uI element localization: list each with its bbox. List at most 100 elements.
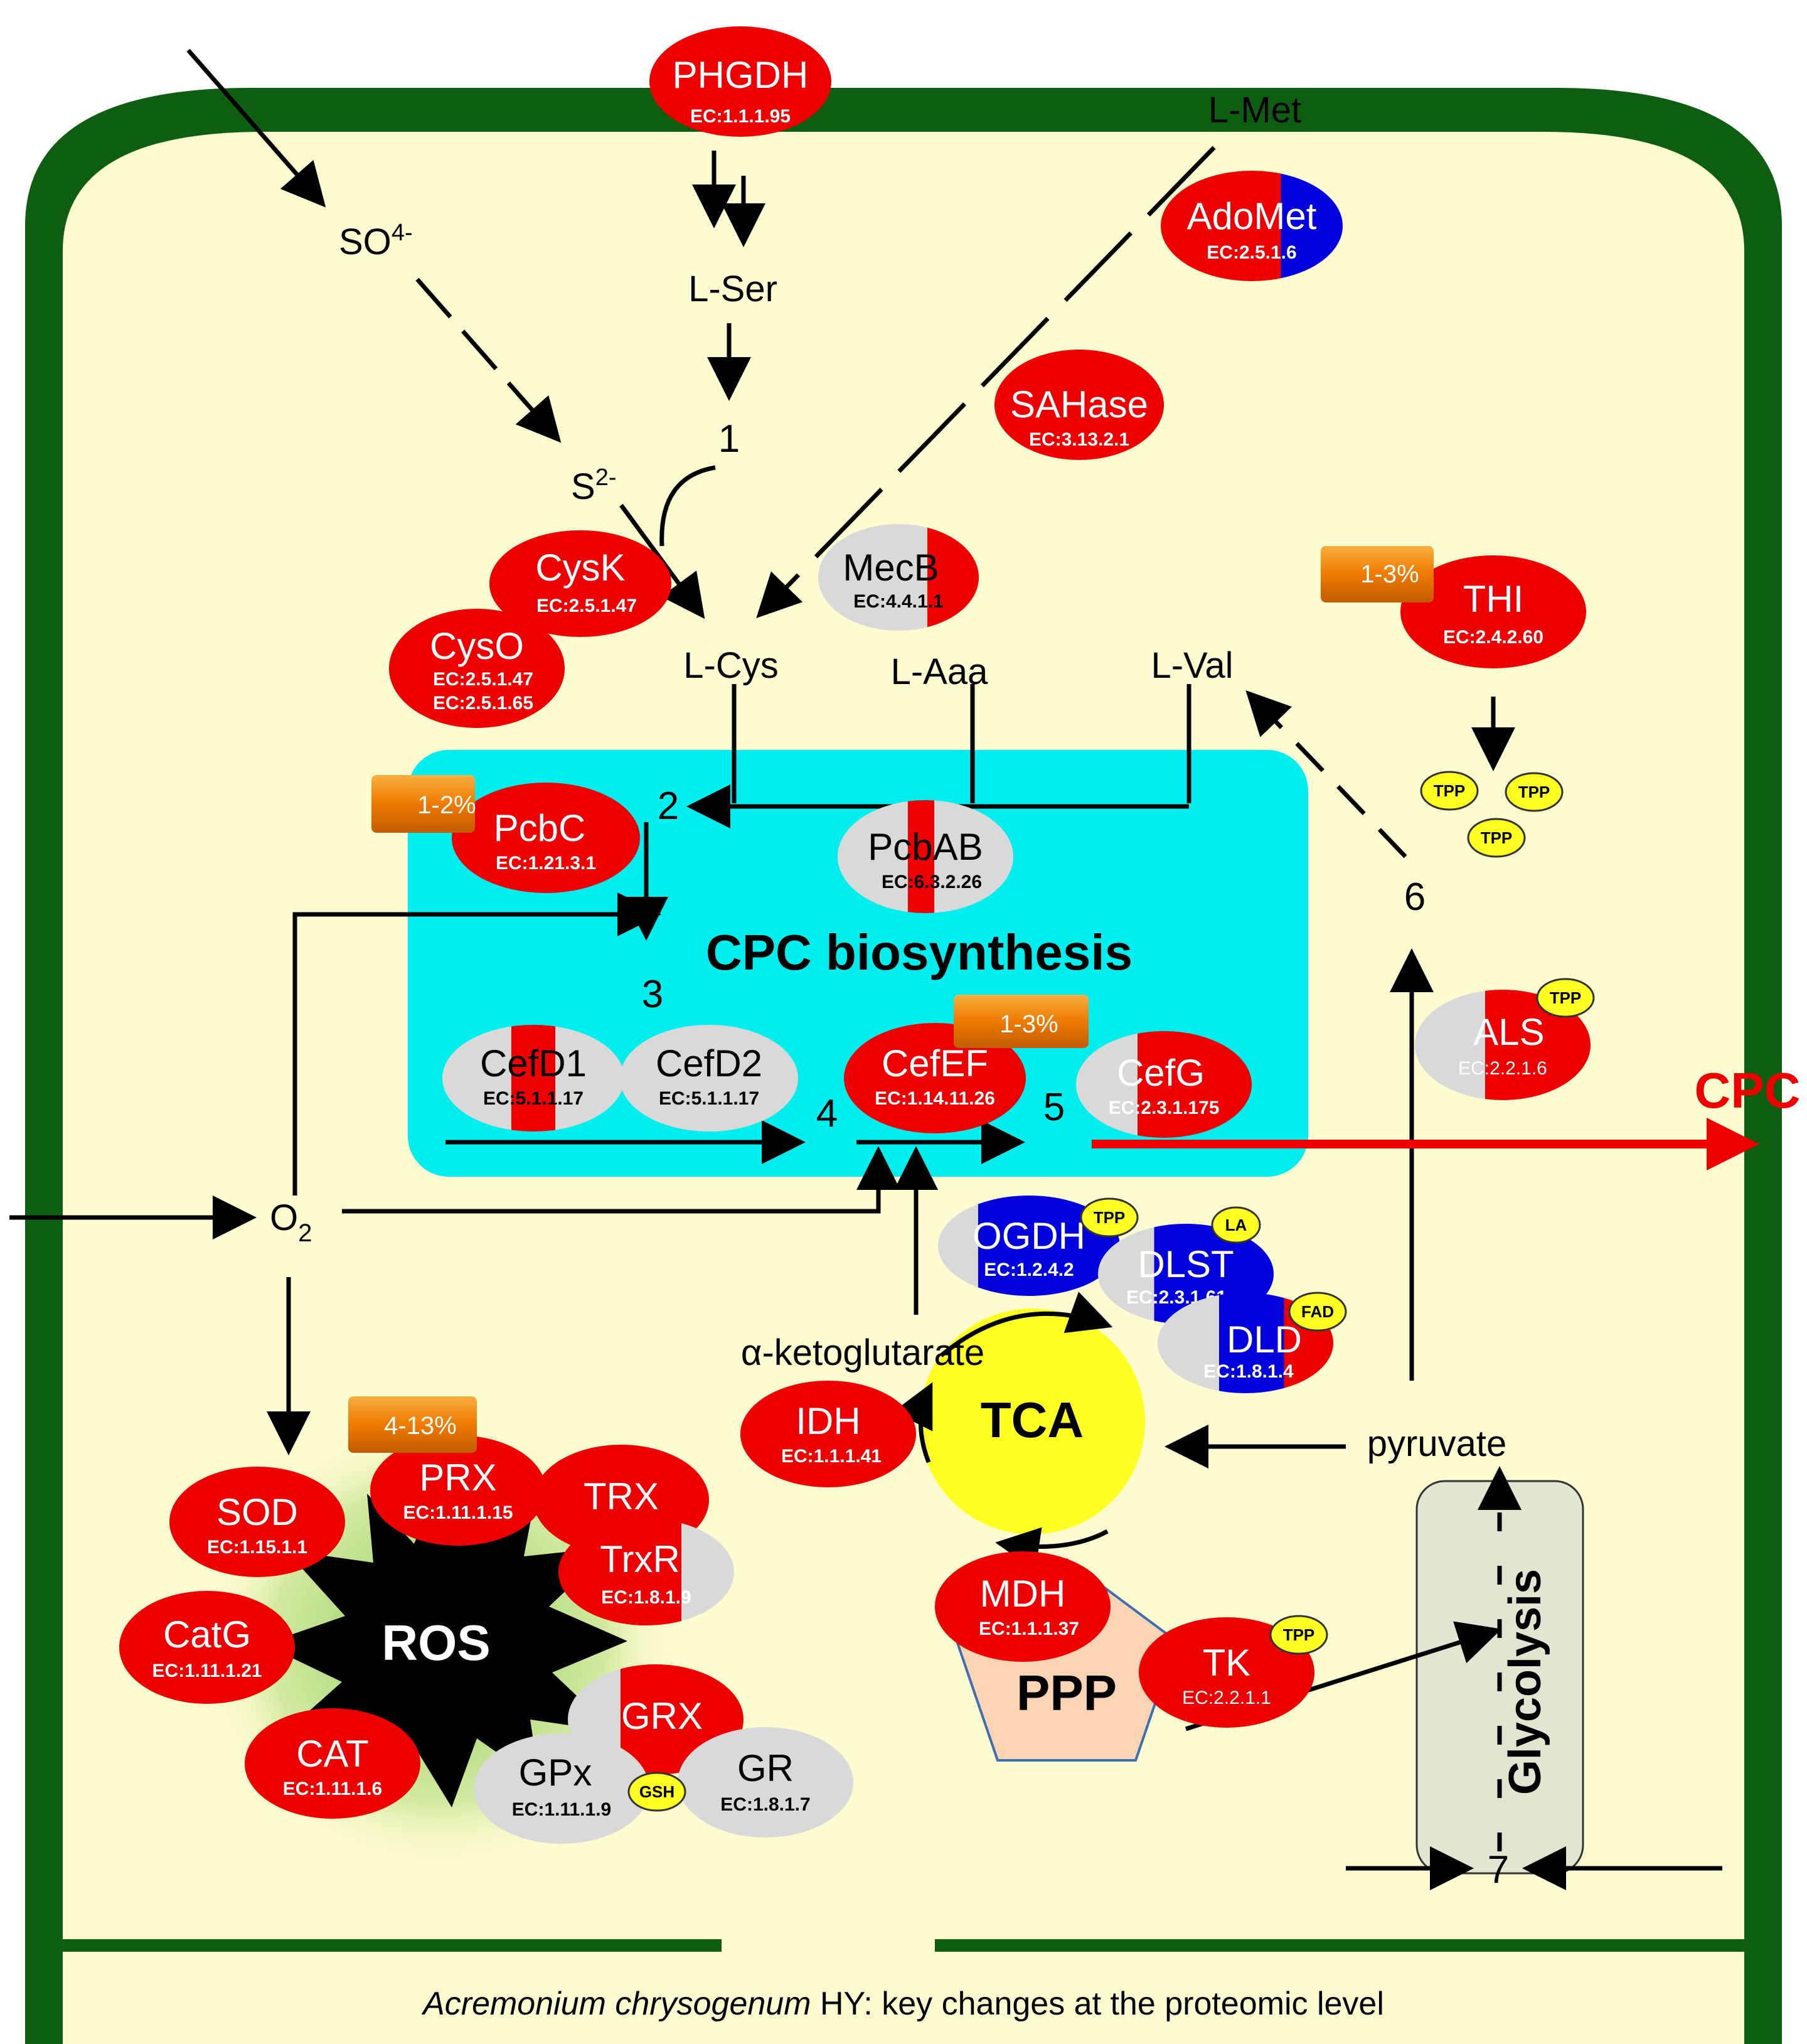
svg-text:EC:2.5.1.6: EC:2.5.1.6	[1207, 242, 1296, 263]
step-5: 5	[1043, 1086, 1065, 1129]
svg-text:TPP: TPP	[1550, 988, 1582, 1007]
enzyme-thi: THI EC:2.4.2.60	[1400, 555, 1586, 668]
svg-text:TPP: TPP	[1094, 1208, 1126, 1227]
svg-text:EC:1.1.1.41: EC:1.1.1.41	[781, 1446, 882, 1467]
tpp-cofactor: TPP	[1420, 771, 1479, 811]
enzyme-gr: GR EC:1.8.1.7	[678, 1727, 853, 1838]
svg-text:ALS: ALS	[1473, 1011, 1544, 1053]
l-aaa-label: L-Aaa	[891, 651, 989, 692]
svg-text:EC:2.5.1.47: EC:2.5.1.47	[433, 669, 533, 690]
svg-text:EC:1.8.1.7: EC:1.8.1.7	[720, 1794, 810, 1815]
svg-text:EC:1.1.1.95: EC:1.1.1.95	[690, 106, 791, 127]
enzyme-als: ALS EC:2.2.1.6	[1415, 990, 1591, 1100]
svg-text:GPx: GPx	[519, 1752, 592, 1794]
enzyme-cyso: CysO EC:2.5.1.47 EC:2.5.1.65	[389, 609, 565, 728]
pyruvate-label: pyruvate	[1367, 1423, 1506, 1464]
svg-text:EC:2.4.2.60: EC:2.4.2.60	[1443, 627, 1543, 648]
septum-right	[935, 1939, 1744, 1952]
enzyme-pcbc: PcbC EC:1.21.3.1	[452, 783, 640, 893]
svg-text:FAD: FAD	[1301, 1302, 1334, 1321]
svg-text:CysO: CysO	[430, 625, 524, 667]
enzyme-catg: CatG EC:1.11.1.21	[119, 1591, 295, 1704]
enzyme-gpx: GPx EC:1.11.1.9	[474, 1733, 649, 1844]
tpp-cofactor: TPP	[1269, 1615, 1328, 1655]
enzyme-prx: PRX EC:1.11.1.15	[370, 1435, 546, 1546]
svg-text:EC:2.2.1.6: EC:2.2.1.6	[1458, 1058, 1547, 1079]
svg-text:GRX: GRX	[621, 1695, 703, 1737]
svg-text:OGDH: OGDH	[973, 1215, 1085, 1257]
prx-change-badge: 4-13%	[348, 1396, 477, 1453]
tpp-cofactor: TPP	[1505, 772, 1564, 812]
svg-text:EC:2.5.1.65: EC:2.5.1.65	[433, 693, 533, 714]
svg-text:TK: TK	[1203, 1642, 1251, 1684]
septum-left	[63, 1939, 722, 1952]
enzyme-trxr: TrxR EC:1.8.1.9	[558, 1519, 734, 1625]
glycolysis-label: Glycolysis	[1500, 1569, 1550, 1795]
enzyme-pcbab: PcbAB EC:6.3.2.26	[838, 800, 1013, 913]
enzyme-cefd1: CefD1 EC:5.1.1.17	[442, 1025, 624, 1132]
enzyme-sahase: SAHase EC:3.13.2.1	[994, 350, 1164, 460]
gsh-cofactor: GSH	[627, 1772, 686, 1812]
svg-text:GR: GR	[737, 1747, 794, 1789]
l-cys-label: L-Cys	[683, 645, 778, 686]
enzyme-ogdh: OGDH EC:1.2.4.2	[938, 1196, 1120, 1296]
svg-text:EC:1.11.1.21: EC:1.11.1.21	[152, 1661, 262, 1681]
svg-text:EC:1.11.1.15: EC:1.11.1.15	[403, 1502, 513, 1523]
svg-text:CysK: CysK	[535, 547, 625, 589]
cpc-biosynthesis-label: CPC biosynthesis	[706, 924, 1133, 980]
svg-text:SOD: SOD	[216, 1491, 298, 1533]
svg-text:1-2%: 1-2%	[417, 791, 476, 819]
enzyme-phgdh: PHGDH EC:1.1.1.95	[649, 26, 831, 137]
thi-change-badge: 1-3%	[1321, 546, 1434, 602]
svg-text:4-13%: 4-13%	[384, 1412, 457, 1440]
cpc-product-label: CPC	[1695, 1062, 1801, 1118]
cefef-change-badge: 1-3%	[954, 995, 1089, 1048]
svg-text:MDH: MDH	[980, 1573, 1066, 1615]
tpp-cofactor: TPP	[1080, 1197, 1139, 1238]
step-3: 3	[642, 973, 663, 1016]
l-met-label: L-Met	[1208, 90, 1301, 131]
svg-text:EC:1.15.1.1: EC:1.15.1.1	[207, 1537, 307, 1558]
svg-text:EC:3.13.2.1: EC:3.13.2.1	[1029, 429, 1129, 450]
enzyme-adomet: AdoMet EC:2.5.1.6	[1161, 171, 1343, 281]
step-4: 4	[816, 1092, 838, 1135]
svg-text:CatG: CatG	[163, 1613, 251, 1656]
oxygen-label: O2	[270, 1197, 312, 1247]
svg-text:EC:1.2.4.2: EC:1.2.4.2	[984, 1260, 1074, 1280]
step-7: 7	[1488, 1848, 1509, 1892]
svg-text:PcbAB: PcbAB	[868, 826, 983, 868]
svg-text:CAT: CAT	[296, 1733, 369, 1775]
svg-text:1-3%: 1-3%	[999, 1010, 1058, 1038]
tca-label: TCA	[981, 1392, 1084, 1448]
svg-text:IDH: IDH	[796, 1400, 860, 1442]
svg-text:EC:6.3.2.26: EC:6.3.2.26	[882, 872, 982, 892]
step-1: 1	[718, 417, 740, 461]
enzyme-mdh: MDH EC:1.1.1.37	[935, 1551, 1111, 1662]
figure-caption: Acremonium chrysogenum HY: key changes a…	[421, 1986, 1384, 2022]
enzyme-cysk: CysK EC:2.5.1.47	[489, 530, 671, 637]
enzyme-idh: IDH EC:1.1.1.41	[740, 1381, 916, 1487]
enzyme-cat: CAT EC:1.11.1.6	[245, 1708, 420, 1819]
svg-text:EC:1.1.1.37: EC:1.1.1.37	[979, 1619, 1079, 1639]
enzyme-sod: SOD EC:1.15.1.1	[169, 1467, 345, 1577]
svg-text:TrxR: TrxR	[600, 1538, 680, 1580]
svg-text:TPP: TPP	[1518, 783, 1550, 801]
svg-text:CefEF: CefEF	[882, 1042, 988, 1084]
svg-text:AdoMet: AdoMet	[1187, 195, 1317, 237]
alpha-ketoglutarate-label: α-ketoglutarate	[741, 1332, 984, 1373]
tpp-cofactor: TPP	[1536, 978, 1595, 1018]
tpp-cofactor: TPP	[1467, 818, 1526, 858]
ros-label: ROS	[381, 1615, 490, 1671]
svg-text:EC:4.4.1.1: EC:4.4.1.1	[853, 591, 943, 612]
sulfate-label: SO4-	[339, 220, 413, 262]
svg-text:THI: THI	[1463, 578, 1524, 620]
svg-text:EC:1.8.1.9: EC:1.8.1.9	[601, 1587, 691, 1608]
sulfide-label: S2-	[571, 464, 616, 507]
svg-text:TPP: TPP	[1481, 828, 1513, 847]
l-val-label: L-Val	[1151, 645, 1233, 686]
svg-text:1-3%: 1-3%	[1360, 560, 1419, 588]
svg-text:EC:2.2.1.1: EC:2.2.1.1	[1182, 1688, 1271, 1708]
svg-text:TPP: TPP	[1434, 781, 1466, 800]
la-cofactor: LA	[1211, 1206, 1261, 1244]
